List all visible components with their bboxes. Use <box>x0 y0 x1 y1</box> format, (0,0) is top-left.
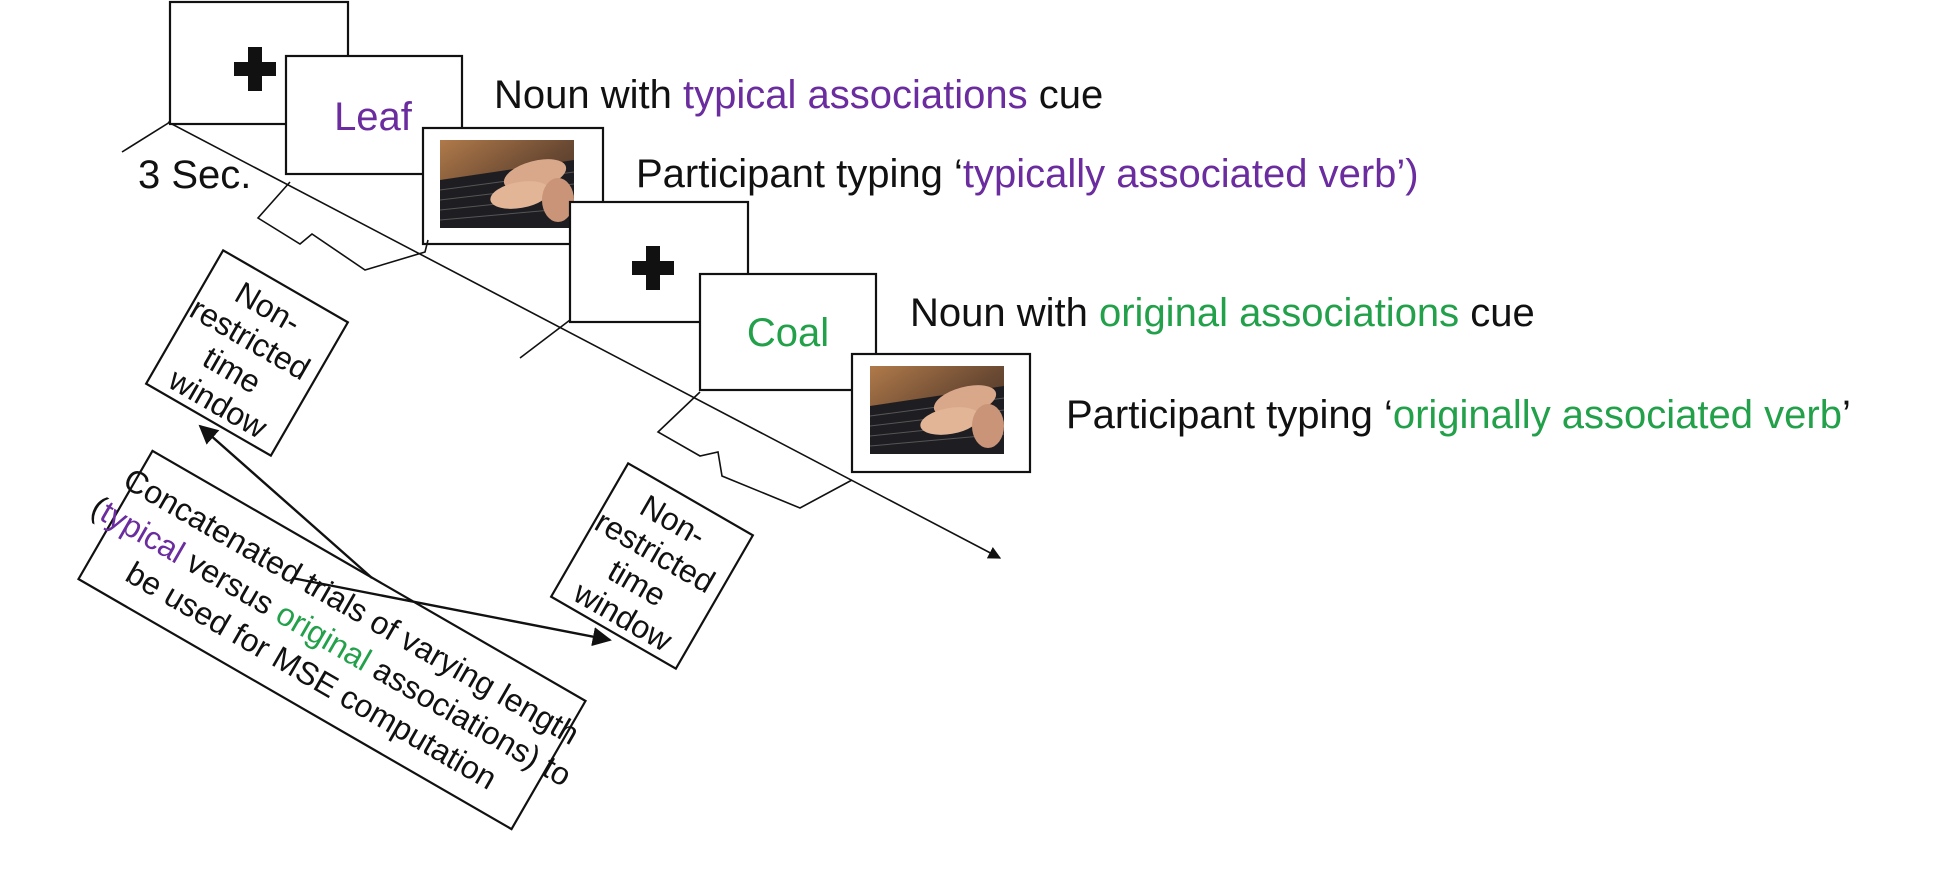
typing-screen-2 <box>850 352 1032 474</box>
arrow-to-window-2 <box>291 576 612 647</box>
arrow-to-window-1 <box>198 424 373 579</box>
fixation-cross-icon <box>632 246 674 290</box>
timeline-arrow <box>167 121 1002 559</box>
noun-screen-coal: Coal <box>698 272 878 392</box>
noun-leaf: Leaf <box>334 95 413 139</box>
keyboard-typing-photo <box>869 365 1005 455</box>
noun-coal: Coal <box>747 311 829 355</box>
concatenation-box: Concatenated trials of varying length (t… <box>76 449 588 831</box>
trial2-typing-label: Participant typing ‘originally associate… <box>1066 393 1851 437</box>
time-window-box-1: Non- restricted time window <box>144 248 350 458</box>
trial1-typing-label: Participant typing ‘typically associated… <box>636 152 1419 196</box>
trial1-cue-label: Noun with typical associations cue <box>494 73 1103 117</box>
noun-screen-leaf: Leaf <box>284 54 464 176</box>
duration-label: 3 Sec. <box>138 153 251 197</box>
keyboard-typing-photo <box>439 139 575 229</box>
trial1-bracket <box>256 181 429 271</box>
trial2-bracket <box>656 391 853 509</box>
trial2-cue-label: Noun with original associations cue <box>910 291 1535 335</box>
concat-line-2: (typical versus original associations) t… <box>85 488 577 793</box>
time-window-box-2: Non- restricted time window <box>549 461 755 671</box>
fixation-cross-icon <box>234 47 276 91</box>
